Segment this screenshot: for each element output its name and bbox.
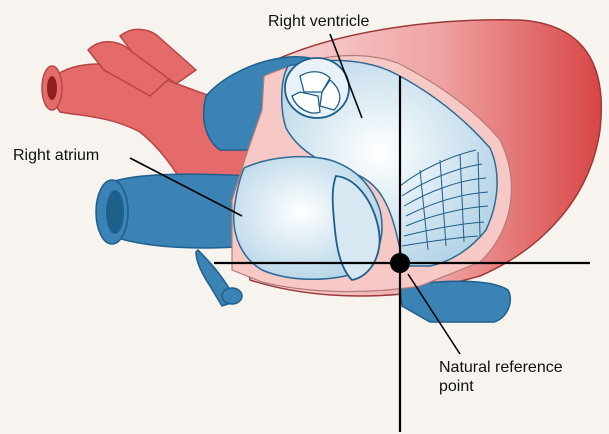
pulmonary-valve xyxy=(285,58,349,118)
label-right-ventricle: Right ventricle xyxy=(268,12,369,31)
label-natural-reference-point-line2: point xyxy=(439,377,563,396)
label-right-atrium: Right atrium xyxy=(13,146,99,165)
label-natural-reference-point: Natural reference point xyxy=(439,358,563,396)
reference-point-dot xyxy=(390,253,410,273)
label-natural-reference-point-line1: Natural reference xyxy=(439,358,563,377)
